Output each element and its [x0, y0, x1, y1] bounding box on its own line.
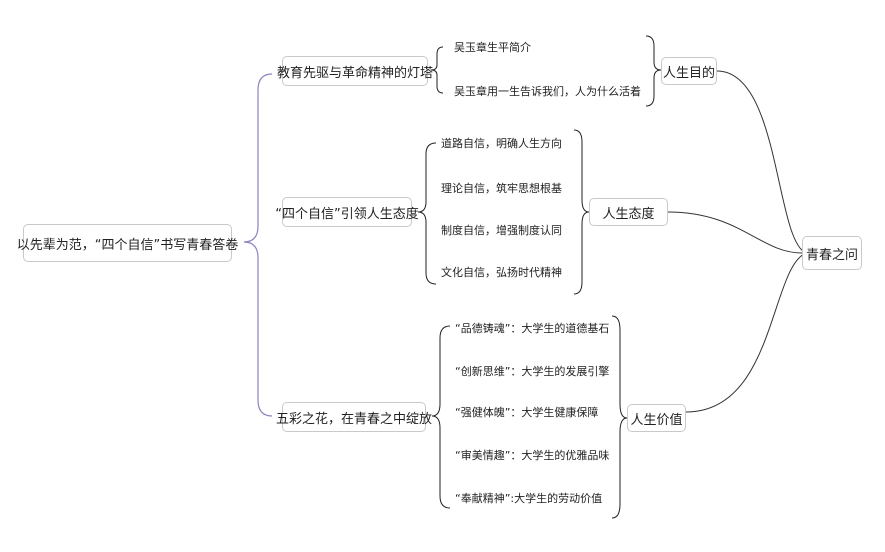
root-brace [243, 73, 273, 417]
summary-1-brace [645, 35, 662, 107]
branch-node-2[interactable]: “四个自信”引领人生态度 [275, 197, 419, 227]
summary-node-3[interactable]: 人生价值 [627, 404, 686, 432]
leaf-3-2[interactable]: “创新思维”：大学生的发展引擎 [455, 365, 610, 378]
leaf-3-1[interactable]: “品德铸魂”：大学生的道德基石 [455, 322, 610, 335]
curve-to-final-1 [716, 70, 807, 254]
curve-to-final-3 [685, 252, 807, 413]
final-node[interactable]: 青春之问 [802, 236, 862, 270]
branch-1-brace [430, 46, 444, 94]
leaf-2-1[interactable]: 道路自信，明确人生方向 [441, 137, 562, 150]
summary-node-1[interactable]: 人生目的 [661, 57, 717, 85]
branch-2-brace [417, 142, 437, 285]
root-node[interactable]: 以先辈为范，“四个自信”书写青春答卷 [17, 224, 238, 262]
leaf-2-4[interactable]: 文化自信，弘扬时代精神 [441, 266, 562, 279]
curve-to-final-2 [667, 211, 803, 254]
branch-node-1[interactable]: 教育先驱与革命精神的灯塔 [277, 56, 433, 86]
leaf-3-5[interactable]: “奉献精神”:大学生的劳动价值 [455, 492, 603, 505]
leaf-2-3[interactable]: 制度自信，增强制度认同 [441, 224, 562, 237]
branch-node-3[interactable]: 五彩之花，在青春之中绽放 [276, 402, 432, 432]
summary-3-brace [611, 315, 628, 519]
leaf-3-3[interactable]: “强健体魄”：大学生健康保障 [455, 406, 599, 419]
branch-3-brace [431, 325, 451, 509]
leaf-3-4[interactable]: “审美情趣”：大学生的优雅品味 [455, 449, 610, 462]
leaf-1-2[interactable]: 吴玉章用一生告诉我们，人为什么活着 [454, 85, 641, 98]
leaf-1-1[interactable]: 吴玉章生平简介 [454, 41, 531, 54]
leaf-2-2[interactable]: 理论自信，筑牢思想根基 [441, 182, 562, 195]
summary-2-brace [573, 129, 590, 295]
summary-node-2[interactable]: 人生态度 [589, 198, 668, 226]
